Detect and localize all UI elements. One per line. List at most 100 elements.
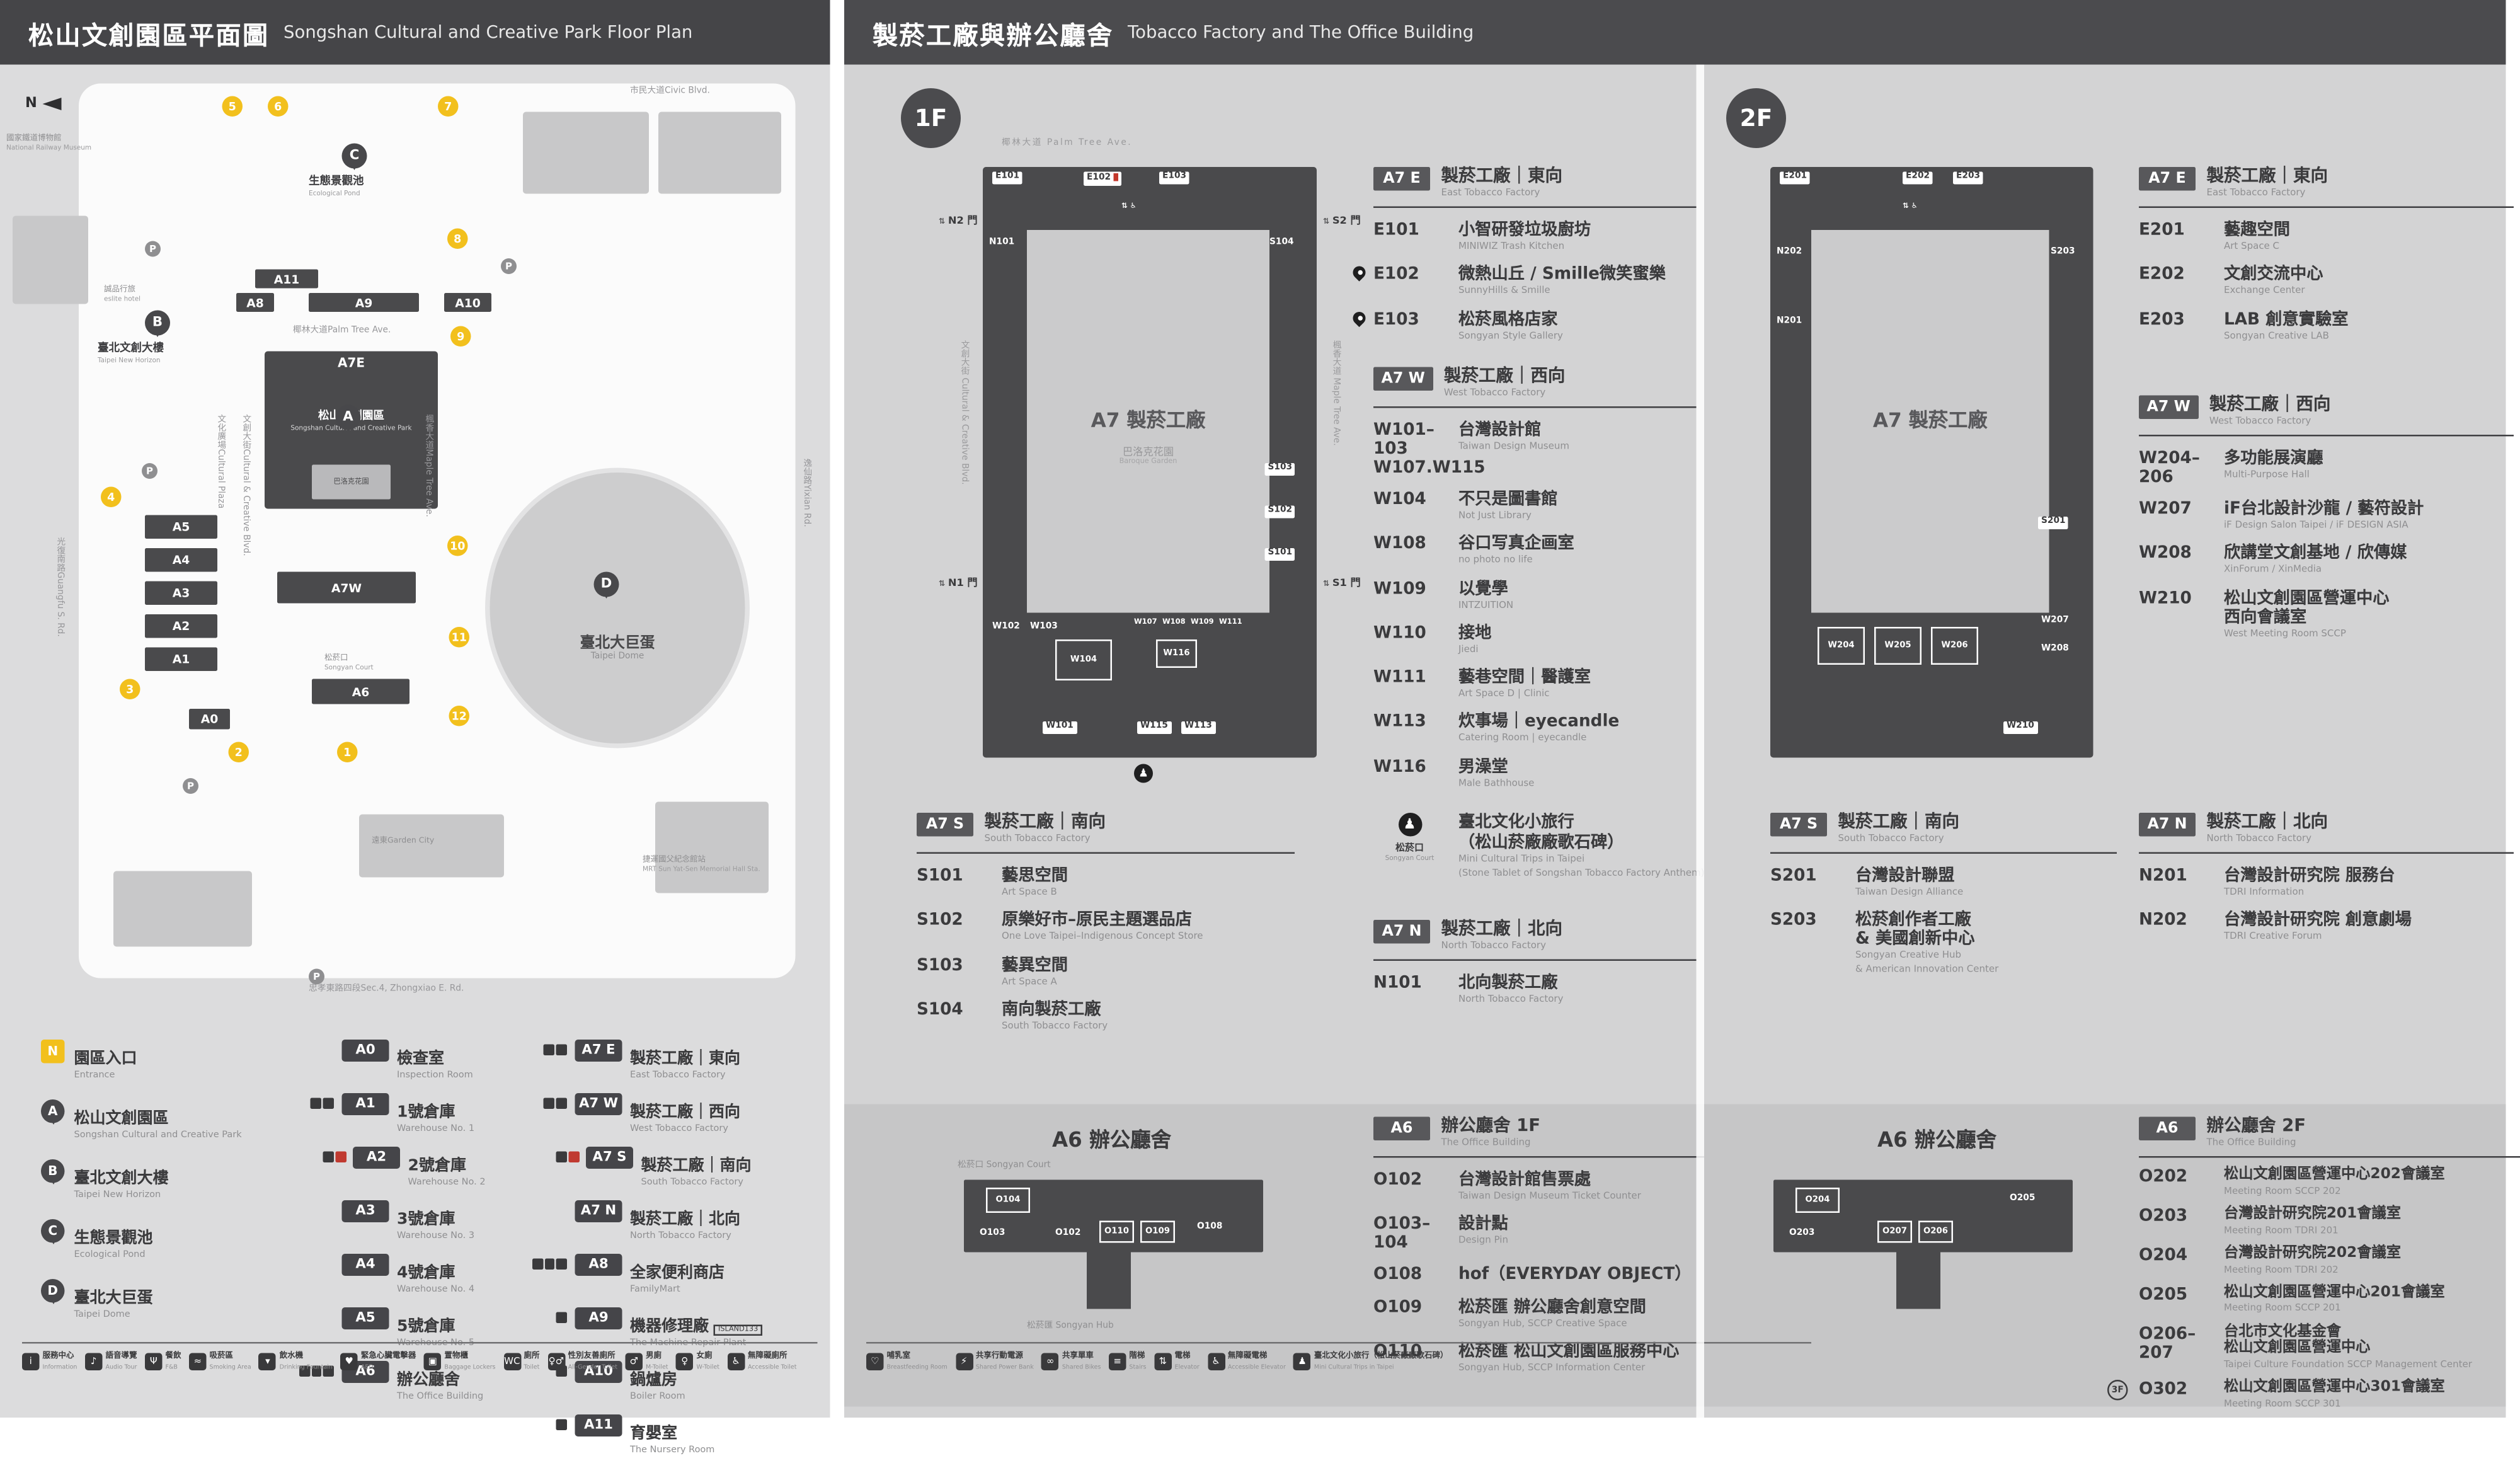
building-code-chip: A8 — [575, 1254, 622, 1276]
left-title-en: Songshan Cultural and Creative Park Floo… — [284, 22, 693, 43]
facility-icon: Ψ — [145, 1353, 163, 1370]
building-block: A8 — [236, 293, 274, 312]
floor-divider — [1696, 64, 1704, 1418]
amenity-icons — [532, 1258, 567, 1270]
building-code-chip: A7 N — [575, 1200, 622, 1222]
building-block: A5 — [145, 515, 217, 539]
room-label: W101 — [1043, 721, 1077, 733]
room-label: E103 — [1159, 171, 1190, 184]
floor-plan-panel: 製菸工廠與辦公廳舍 Tobacco Factory and The Office… — [844, 0, 2520, 1418]
room-label: W111 — [1219, 619, 1242, 627]
room-label: S203 — [2051, 247, 2075, 257]
facility-icon: ♪ — [84, 1353, 103, 1370]
section-badge: A7 W — [1373, 367, 1433, 391]
north-arrow-icon — [42, 98, 61, 110]
floor-badge-2f: 2F — [1726, 88, 1786, 148]
north-label: N — [25, 96, 37, 112]
street-label-left: 文創大街 Cultural & Creative Blvd. — [959, 340, 969, 485]
taipei-dome-label: 臺北大巨蛋 Taipei Dome — [580, 634, 655, 662]
entrance-marker: 8 — [447, 228, 468, 249]
songyan-court-label: 松菸口 Songyan Court — [958, 1161, 1051, 1171]
room-label: S104 — [1269, 238, 1294, 248]
room-label: O108 — [1197, 1222, 1223, 1232]
a6-stub — [1087, 1252, 1131, 1309]
building-block: A10 — [444, 293, 491, 312]
room-label: W207 — [2041, 616, 2069, 626]
building-code-chip: A4 — [341, 1254, 389, 1276]
room-label: S102 — [1264, 505, 1296, 518]
room-label: W205 — [1874, 627, 1922, 665]
facility-legend-item: ♟ 臺北文化小旅行（松山菸廠廠歌石碑）Mini Cultural Trips i… — [1293, 1352, 1448, 1370]
room-label: O103 — [980, 1229, 1005, 1238]
building-block: A2 — [145, 614, 217, 638]
legend-symbol: C — [41, 1219, 65, 1244]
room-label: W210 — [2003, 721, 2037, 733]
surrounding-block — [359, 814, 504, 878]
building-code-chip: A1 — [341, 1093, 389, 1115]
baroque-garden: 巴洛克花園 — [312, 464, 391, 500]
section-badge: A7 E — [2139, 167, 2196, 191]
entrance-marker: 1 — [337, 742, 358, 762]
map-label: 椰林大道Palm Tree Ave. — [293, 326, 391, 336]
amenity-icons — [532, 1098, 567, 1109]
section-badge: A7 S — [1770, 813, 1827, 837]
entrance-marker: 10 — [447, 536, 468, 556]
room-label: W206 — [1931, 627, 1978, 665]
map-label: 文化廣場Cultural Plaza — [215, 414, 226, 509]
building-block: A3 — [145, 581, 217, 605]
a6-plan-title-1f: A6 辦公廳舍 — [1052, 1129, 1172, 1154]
entrance-marker: 12 — [449, 706, 469, 726]
facility-icon: ▾ — [259, 1353, 277, 1370]
entrance-marker: 4 — [101, 486, 122, 507]
songyan-court-entry: ♟ 松菸口 Songyan Court 臺北文化小旅行 （松山菸廠廠歌石碑） M… — [1385, 813, 1705, 879]
room-label: ⇅ ♿ — [1903, 203, 1918, 211]
room-label: W204 — [1818, 627, 1865, 665]
room-label: W208 — [2041, 644, 2069, 654]
facility-icon: ∞ — [1041, 1353, 1059, 1370]
facility-icon: ≈ — [189, 1353, 207, 1370]
room-label: W107 — [1134, 619, 1157, 627]
building-code-chip: A7 S — [586, 1147, 633, 1169]
taipei-dome-shape: 臺北大巨蛋 Taipei Dome — [485, 467, 750, 748]
building-code-chip: A2 — [353, 1147, 400, 1169]
amenity-icons — [299, 1098, 334, 1109]
room-label: O110 — [1099, 1220, 1134, 1243]
building-code-chip: A6 — [341, 1361, 389, 1383]
building-block: A9 — [309, 293, 419, 312]
